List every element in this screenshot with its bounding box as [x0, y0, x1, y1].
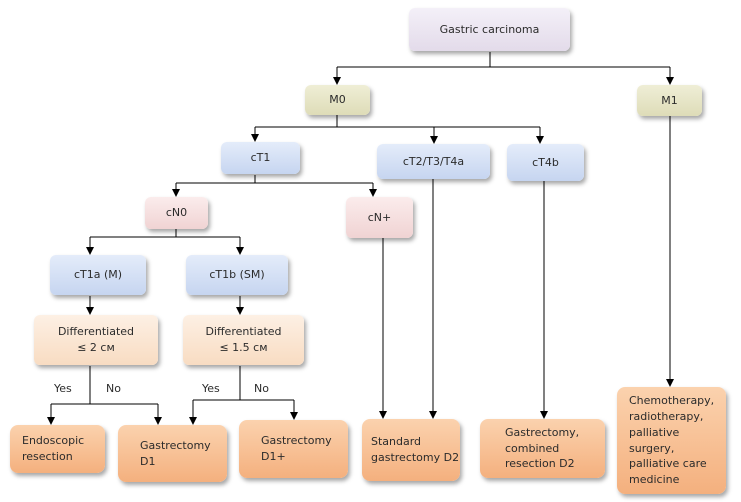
edge-ct1-split [176, 175, 373, 184]
node-m1: M1 [637, 85, 702, 116]
label-no-left: No [106, 382, 121, 395]
label-yes-right: Yes [202, 382, 220, 395]
node-endoscopic-resection: Endoscopic resection [10, 425, 105, 473]
node-chemotherapy: Chemotherapy, radiotherapy, palliative s… [617, 387, 726, 494]
node-ct1a: cT1a (M) [50, 255, 146, 295]
edge-diff2-split [51, 366, 158, 405]
node-gastrectomy-d1: Gastrectomy D1 [118, 425, 227, 482]
node-cn-plus: cN+ [346, 197, 413, 238]
edge-root-split [337, 52, 670, 68]
node-differentiated-1-5cm: Differentiated ≤ 1.5 см [183, 315, 304, 365]
node-ct4b: cT4b [507, 144, 584, 181]
node-ct1: cT1 [221, 142, 300, 174]
node-m0: M0 [305, 85, 370, 115]
node-ct1b: cT1b (SM) [186, 255, 288, 295]
node-differentiated-2cm: Differentiated ≤ 2 см [34, 315, 158, 365]
node-cn0: cN0 [145, 197, 208, 229]
label-no-right: No [254, 382, 269, 395]
node-gastric-carcinoma: Gastric carcinoma [409, 8, 570, 51]
node-combined-resection-d2: Gastrectomy, combined resection D2 [480, 419, 605, 478]
edge-diff15-split [193, 366, 294, 401]
node-gastrectomy-d1-plus: Gastrectomy D1+ [239, 420, 348, 478]
label-yes-left: Yes [54, 382, 72, 395]
node-standard-gastrectomy-d2: Standard gastrectomy D2 [362, 419, 460, 481]
edge-m0-split [255, 114, 540, 128]
edge-cn0-split [90, 229, 240, 238]
node-ct2-t3-t4a: cT2/T3/T4a [377, 144, 490, 179]
